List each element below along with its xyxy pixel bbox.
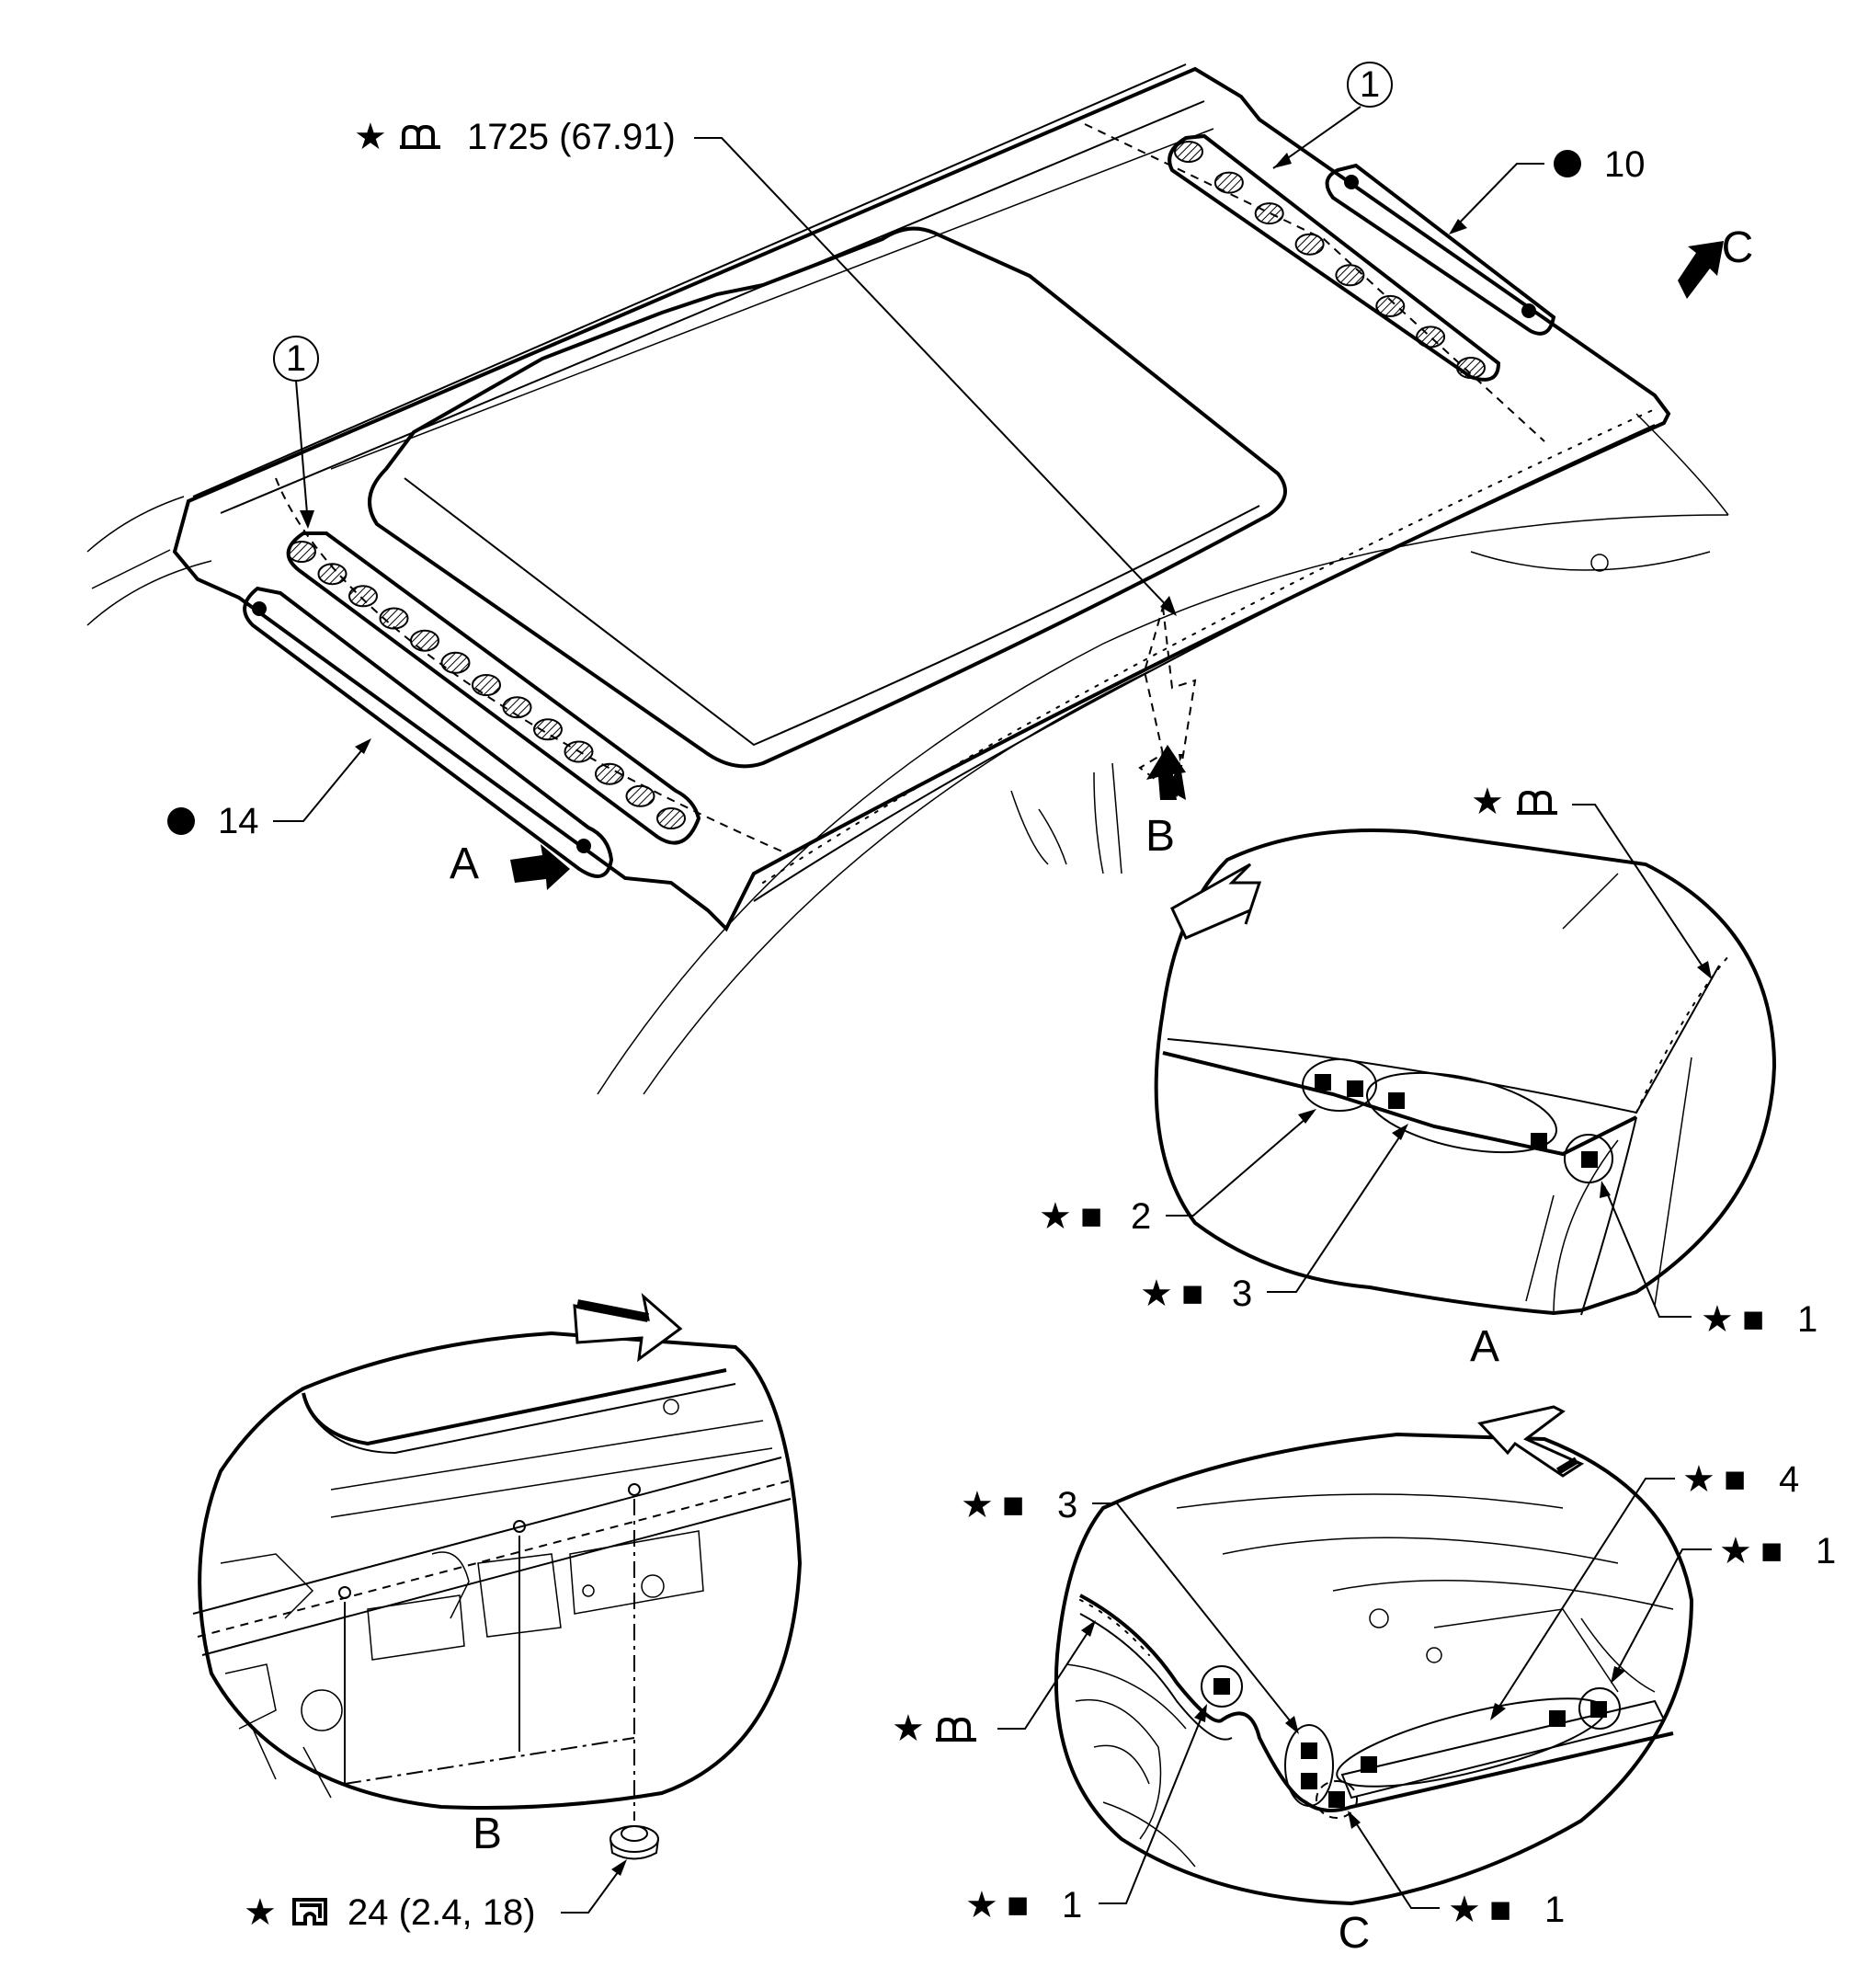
detail-b-view: B ★ 24 (2.4, 18) (192, 1292, 803, 1933)
foam-length-callout: ★ 1725 (67.91) (354, 117, 1177, 616)
detail-a-1-value: 1 (1797, 1299, 1817, 1340)
detail-c-letter: C (1339, 1909, 1371, 1958)
detail-a-3-star: ★ (1140, 1274, 1173, 1314)
svg-text:■: ■ (1181, 1274, 1203, 1314)
svg-text:■: ■ (1724, 1459, 1746, 1500)
front-hatched-strip (286, 531, 701, 845)
view-c-letter: C (1722, 223, 1754, 272)
view-c-arrow (1678, 241, 1724, 299)
front-weld-strip (243, 586, 614, 878)
torque-star: ★ (244, 1892, 277, 1933)
detail-c-1-left-value: 1 (1062, 1885, 1082, 1925)
nut-icon (610, 1825, 659, 1860)
detail-c-1-upper-star: ★ (1719, 1531, 1752, 1571)
detail-a-letter: A (1470, 1322, 1499, 1371)
detail-c-outline (1054, 1432, 1694, 1906)
hatched-hole (410, 629, 439, 652)
detail-a-2-star: ★ (1039, 1196, 1072, 1237)
detail-a-arrow (1170, 863, 1262, 940)
svg-text:■: ■ (1760, 1531, 1783, 1571)
detail-a-star: ★ (1471, 782, 1504, 822)
detail-c-4-star: ★ (1682, 1459, 1715, 1500)
hatched-hole (564, 740, 594, 763)
foam-icon (1515, 791, 1559, 815)
svg-text:■: ■ (1489, 1890, 1511, 1930)
dot-10-callout: 10 (1449, 144, 1646, 234)
detail-c-1-bottom-star: ★ (1448, 1890, 1481, 1930)
view-b-arrow (1160, 749, 1186, 800)
part-1-number-front: 1 (286, 338, 306, 379)
hatched-hole (1335, 264, 1365, 287)
svg-text:■: ■ (1080, 1196, 1102, 1237)
part-1-number-rear: 1 (1360, 64, 1380, 105)
detail-c-arrow (1477, 1405, 1585, 1478)
detail-a-3-value: 3 (1232, 1274, 1252, 1314)
detail-c-4-value: 4 (1779, 1459, 1799, 1500)
hatched-hole (440, 651, 471, 674)
detail-c-3-value: 3 (1057, 1485, 1077, 1525)
svg-text:■: ■ (1007, 1885, 1029, 1925)
view-a-arrow (510, 844, 570, 890)
hatched-hole (1375, 294, 1406, 317)
hatched-hole (317, 563, 347, 586)
svg-text:■: ■ (1002, 1485, 1024, 1525)
part-1-callout-rear (1347, 62, 1393, 108)
view-a-letter: A (450, 840, 479, 888)
detail-c-1-bottom-value: 1 (1544, 1890, 1565, 1930)
rear-weld-strip (1325, 163, 1556, 336)
foam-length-value: 1725 (67.91) (467, 117, 676, 157)
detail-c-1-left-star: ★ (965, 1885, 998, 1925)
view-b-letter: B (1145, 812, 1175, 861)
hatched-hole (472, 674, 501, 696)
detail-a-2-value: 2 (1131, 1196, 1151, 1237)
hatched-hole (1213, 171, 1244, 194)
foam-icon (398, 125, 442, 149)
roof-outline (172, 66, 1671, 932)
foam-strip (762, 408, 1656, 884)
hatched-hole (656, 807, 686, 829)
torque-wrench-icon (292, 1898, 327, 1925)
detail-c-1-upper-value: 1 (1816, 1531, 1836, 1571)
detail-a-view: ★ ★ ■ 2 ★ ■ 3 ★ ■ 1 A (1039, 782, 1817, 1371)
hatched-hole (625, 784, 655, 807)
hatched-hole (1174, 141, 1203, 163)
main-roof-view: 1 1 ★ 1725 (67.91) 10 14 (86, 62, 1754, 1095)
foam-icon (934, 1718, 978, 1742)
hatched-hole (287, 541, 316, 563)
detail-b-letter: B (473, 1810, 502, 1858)
svg-text:■: ■ (1742, 1299, 1764, 1340)
dot-10-value: 10 (1604, 144, 1646, 185)
torque-value: 24 (2.4, 18) (347, 1892, 536, 1933)
hatched-hole (348, 585, 378, 608)
rear-hatched-strip (1168, 133, 1501, 382)
hatched-hole (533, 718, 563, 741)
dot-14-callout: 14 (167, 738, 371, 841)
detail-c-3-star: ★ (961, 1485, 994, 1525)
hatched-hole (595, 762, 624, 785)
hatched-hole (1416, 326, 1446, 348)
detail-a-1-star: ★ (1701, 1299, 1734, 1340)
dot-14-value: 14 (218, 801, 259, 841)
detail-a-outline (1154, 828, 1777, 1316)
hatched-hole (502, 696, 532, 719)
detail-c-view: ★ ■ 3 ★ ■ 4 ★ ■ 1 ★ ★ ■ 1 ★ ■ 1 C (892, 1405, 1836, 1958)
hatched-hole (379, 607, 409, 630)
star-symbol: ★ (354, 117, 387, 157)
hatched-hole (1294, 233, 1325, 256)
sunroof-opening (368, 226, 1287, 769)
detail-c-foam-star: ★ (892, 1708, 925, 1749)
detail-b-outline (198, 1331, 803, 1810)
hatched-hole (1456, 357, 1486, 379)
hatched-hole (1254, 202, 1284, 225)
